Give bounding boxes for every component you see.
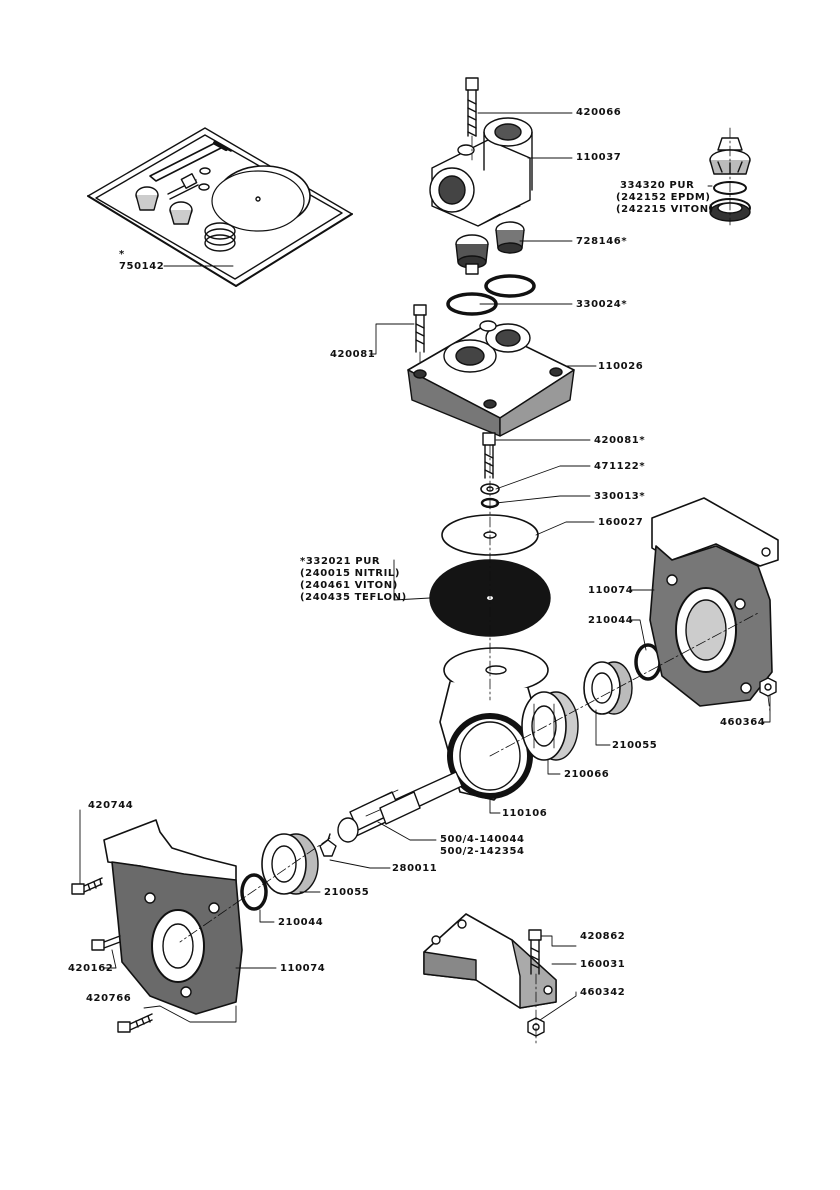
bolt-420744 <box>71 877 103 895</box>
label-210044-right: 210044 <box>588 615 634 626</box>
label-110026: 110026 <box>598 361 644 372</box>
bolt-420862 <box>528 929 542 975</box>
label-420766: 420766 <box>86 993 132 1004</box>
label-332021: *332021 PUR <box>300 556 381 567</box>
bearing-210055-left <box>261 833 319 895</box>
label-240435: (240435 TEFLON) <box>300 592 407 603</box>
label-110106: 110106 <box>502 808 548 819</box>
manifold-110037 <box>429 117 533 227</box>
shaft-500 <box>337 771 463 843</box>
label-110074-right: 110074 <box>588 585 634 596</box>
label-420081-top: 420081 <box>330 349 376 360</box>
label-420162: 420162 <box>68 963 114 974</box>
label-471122: 471122* <box>594 461 646 472</box>
leader-lines <box>79 112 771 1023</box>
label-750142: 750142 <box>119 261 165 272</box>
label-460342: 460342 <box>580 987 626 998</box>
label-420744: 420744 <box>88 800 134 811</box>
bolt-420066 <box>465 77 479 137</box>
housing-110074-left <box>103 819 243 1015</box>
label-420081-star: 420081* <box>594 435 646 446</box>
label-420862: 420862 <box>580 931 626 942</box>
label-500-4: 500/4-140044 <box>440 834 525 845</box>
o-rings-330024 <box>446 274 536 316</box>
bearing-210055-right <box>583 661 633 715</box>
label-500-2: 500/2-142354 <box>440 846 525 857</box>
bolt-420766 <box>117 1013 153 1033</box>
bracket-160031 <box>423 913 557 1009</box>
label-460364: 460364 <box>720 717 766 728</box>
pump-head-110026 <box>407 320 575 437</box>
label-750142-star: * <box>119 249 125 260</box>
label-210044-left: 210044 <box>278 917 324 928</box>
label-728146: 728146* <box>576 236 628 247</box>
label-110037: 110037 <box>576 152 622 163</box>
bearing-210066 <box>521 691 579 761</box>
label-420066: 420066 <box>576 107 622 118</box>
seal-210044-left <box>240 873 268 911</box>
label-240461: (240461 VITON) <box>300 580 398 591</box>
repair-kit-box <box>87 127 353 287</box>
label-160031: 160031 <box>580 959 626 970</box>
nut-460364 <box>759 677 777 697</box>
label-242215: (242215 VITON) <box>616 204 714 215</box>
label-210055-left: 210055 <box>324 887 370 898</box>
bolt-420081-center <box>482 432 496 479</box>
label-334320: 334320 PUR <box>620 180 695 191</box>
label-110074-left: 110074 <box>280 963 326 974</box>
label-210055-right: 210055 <box>612 740 658 751</box>
grease-nipple-280011 <box>319 833 337 857</box>
label-330024: 330024* <box>576 299 628 310</box>
label-242152: (242152 EPDM) <box>616 192 711 203</box>
label-160027: 160027 <box>598 517 644 528</box>
label-240015: (240015 NITRIL) <box>300 568 401 579</box>
assembly-axes <box>179 127 771 1047</box>
bolt-420081-left <box>413 304 427 353</box>
label-330013: 330013* <box>594 491 646 502</box>
valves-728146 <box>455 221 525 275</box>
label-280011: 280011 <box>392 863 438 874</box>
bolt-420162 <box>91 935 121 951</box>
housing-110074-right <box>649 497 779 707</box>
valve-334320 <box>709 137 751 222</box>
label-210066: 210066 <box>564 769 610 780</box>
